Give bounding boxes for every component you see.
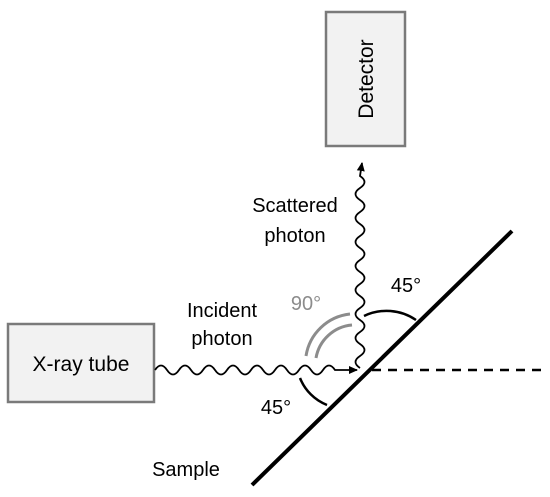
scattered-photon-wave — [354, 162, 366, 369]
xray-tube-box: X-ray tube — [6, 322, 156, 404]
angle-90-arc-inner — [314, 323, 353, 359]
angle-90-label: 90° — [291, 293, 321, 315]
sample-surface-line — [250, 229, 514, 487]
angle-45-bottom-label: 45° — [261, 397, 291, 419]
scattered-photon-label-line1: Scattered — [252, 195, 338, 217]
detector-label: Detector — [355, 39, 378, 118]
angle-45-bottom-arc — [298, 377, 328, 407]
incident-photon-label-line1: Incident — [187, 300, 257, 322]
angle-90-arc-outer — [304, 312, 351, 357]
angle-45-top-label: 45° — [391, 275, 421, 297]
incident-photon-wave — [154, 364, 358, 376]
scattered-photon-label-line2: photon — [264, 225, 325, 247]
angle-45-top-arc — [363, 309, 417, 322]
incident-photon-label-line2: photon — [191, 328, 252, 350]
sample-label: Sample — [152, 459, 220, 481]
xray-tube-label: X-ray tube — [33, 353, 130, 376]
detector-box: Detector — [324, 10, 407, 148]
